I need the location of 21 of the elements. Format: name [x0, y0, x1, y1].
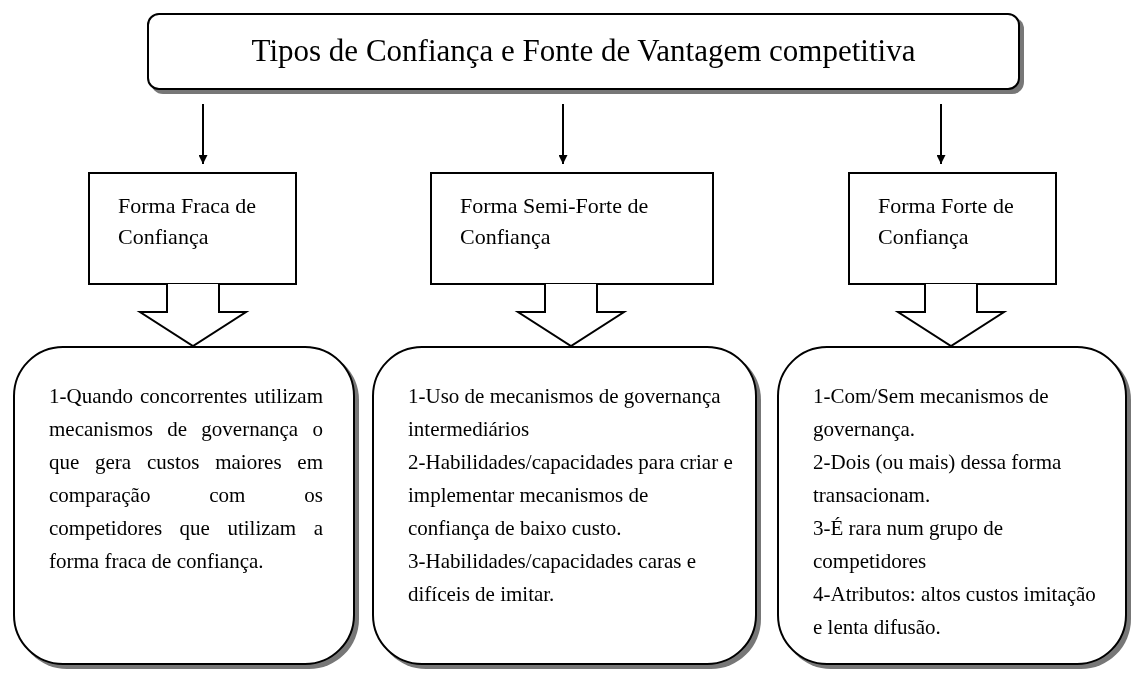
arrow [936, 103, 946, 165]
box-text: Forma Forte de Confiança [878, 192, 1015, 251]
box-text: Forma Fraca de Confiança [118, 192, 258, 251]
callout-box [848, 172, 1057, 285]
box-text: 4-Atributos: altos custos imitação e lenta difusão. [813, 581, 1097, 641]
callout-box [430, 172, 714, 285]
block-arrow [514, 283, 628, 348]
box-text: Forma Semi-Forte de Confiança [460, 192, 650, 251]
arrow [198, 103, 208, 165]
box-text: 1-Com/Sem mecanismos de governança. [813, 383, 1050, 443]
box-text: Tipos de Confiança e Fonte de Vantagem competitiva [251, 32, 916, 71]
block-arrow [136, 283, 250, 348]
block-arrow [894, 283, 1008, 348]
box-text: 1-Quando concorrentes utilizam mecanismos de governança o que gera custos maiores em comparação com os competidores que utilizam a forma fraca de confiança. [49, 383, 324, 575]
box-text: 3-É rara num grupo de competidores [813, 515, 1005, 575]
box-text: 2-Dois (ou mais) dessa forma transacionam. [813, 449, 1063, 509]
box-text: 1-Uso de mecanismos de governança intermediários [408, 383, 722, 443]
arrow [558, 103, 568, 165]
box-text: 2-Habilidades/capacidades para criar e implementar mecanismos de confiança de baixo custo. [408, 449, 734, 542]
callout-box [88, 172, 297, 285]
box-text: 3-Habilidades/capacidades caras e difíceis de imitar. [408, 548, 697, 608]
